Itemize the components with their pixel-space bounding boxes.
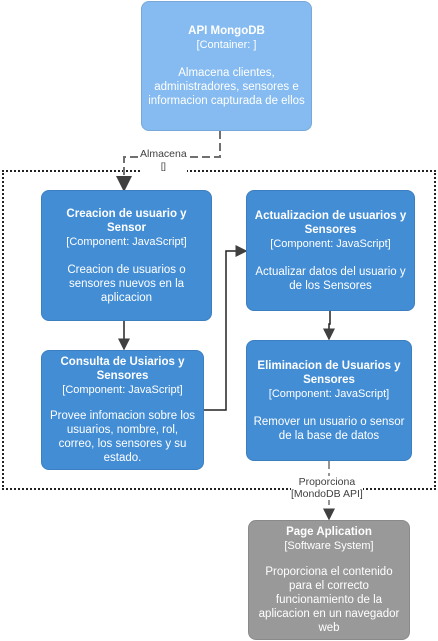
node-consulta-description: Provee infomacion sobre los usuarios, no… <box>49 410 196 464</box>
node-eliminacion-title: Eliminacion de Usuarios y Sensores <box>257 359 401 386</box>
edge-almacena-technology: [] <box>160 161 166 171</box>
node-page-aplication-tag: [Software System] <box>284 540 374 552</box>
node-consulta-title: Consulta de Usiarios y Sensores <box>60 356 185 382</box>
node-creacion-tag: [Component: JavaScript] <box>66 235 187 248</box>
node-actualizacion-description: Actualizar datos del usuario y de los Se… <box>255 265 406 292</box>
edge-proporciona-label: Proporciona <box>298 476 356 488</box>
node-consulta-tag: [Component: JavaScript] <box>62 384 183 396</box>
node-api-mongodb-title: API MongoDB <box>188 25 265 37</box>
node-page-aplication-description: Proporciona el contenido para el correct… <box>258 566 400 634</box>
node-actualizacion-tag: [Component: JavaScript] <box>270 237 391 250</box>
node-eliminacion-description: Remover un usuario o sensor de la base d… <box>253 415 405 442</box>
edge-almacena-label: Almacena <box>140 148 187 160</box>
node-consulta[interactable]: Consulta de Usiarios y Sensores [Compone… <box>41 350 204 470</box>
edge-label-proporciona: Proporciona [MondoDB API] <box>291 476 363 500</box>
node-actualizacion-title: Actualizacion de usuarios y Sensores <box>254 209 407 236</box>
node-api-mongodb[interactable]: API MongoDB [Container: ] Almacena clien… <box>141 1 312 131</box>
node-page-aplication[interactable]: Page Aplication [Software System] Propor… <box>248 520 410 640</box>
node-actualizacion[interactable]: Actualizacion de usuarios y Sensores [Co… <box>246 190 415 311</box>
node-api-mongodb-tag: [Container: ] <box>196 39 257 51</box>
edge-label-almacena: Almacena [] <box>140 148 187 172</box>
edge-consulta-actualizacion <box>204 245 248 411</box>
node-eliminacion-tag: [Component: JavaScript] <box>268 387 390 400</box>
edge-actualizacion-eliminacion <box>323 311 335 341</box>
node-api-mongodb-description: Almacena clientes, administradores, sens… <box>148 67 305 107</box>
node-creacion[interactable]: Creacion de usuario y Sensor [Component:… <box>41 190 212 321</box>
node-creacion-description: Creacion de usuarios o sensores nuevos e… <box>67 263 186 304</box>
system-boundary <box>2 170 436 490</box>
node-page-aplication-title: Page Aplication <box>286 526 372 538</box>
node-creacion-title: Creacion de usuario y Sensor <box>66 207 187 234</box>
edge-proporciona-technology: [MondoDB API] <box>291 488 363 500</box>
node-eliminacion[interactable]: Eliminacion de Usuarios y Sensores [Comp… <box>246 340 412 461</box>
